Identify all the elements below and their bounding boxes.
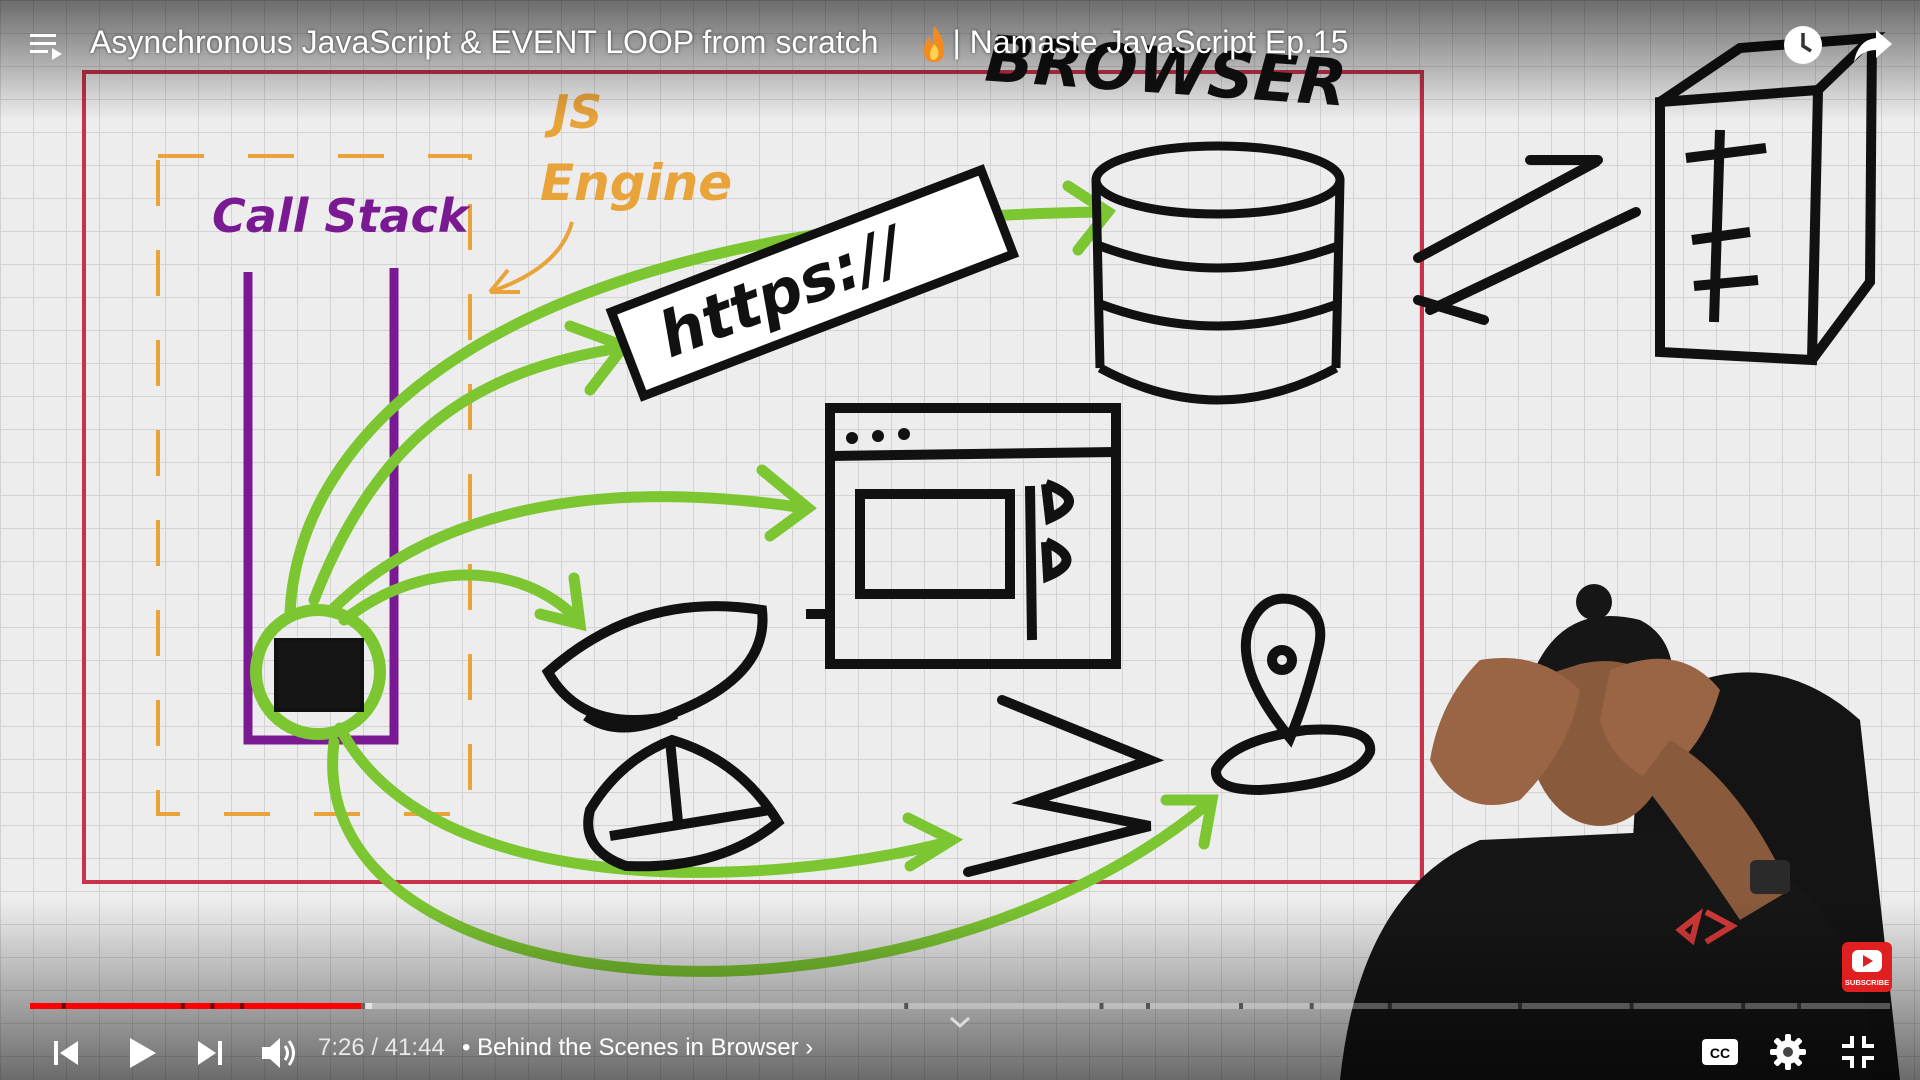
gear-icon[interactable] — [1768, 1032, 1808, 1072]
chapter-separator: • — [462, 1034, 471, 1061]
chapter-marker — [1309, 1003, 1314, 1009]
dom-window-icon — [806, 403, 1121, 669]
call-stack-label: Call Stack — [212, 189, 471, 243]
presenter-hair-bun — [1576, 584, 1612, 620]
svg-text:CC: CC — [1710, 1045, 1730, 1061]
player-top-bar: Asynchronous JavaScript & EVENT LOOP fro… — [0, 0, 1920, 90]
clock-icon[interactable] — [1780, 22, 1826, 68]
chapter-marker — [1629, 1003, 1634, 1009]
presenter-camera — [1340, 584, 1900, 1080]
presenter-watch — [1750, 860, 1790, 894]
current-time: 7:26 — [318, 1034, 365, 1061]
storage-database-icon — [1091, 141, 1345, 405]
dom-window-dot — [898, 428, 910, 440]
previous-icon[interactable] — [48, 1035, 84, 1071]
chapter-title: Behind the Scenes in Browser — [477, 1034, 799, 1061]
volume-icon[interactable] — [258, 1033, 298, 1073]
presenter-hair — [1530, 616, 1674, 700]
global-context-box — [274, 638, 364, 712]
chapter-marker — [1797, 1003, 1801, 1009]
next-icon[interactable] — [192, 1035, 228, 1071]
js-engine-label-engine: Engine — [540, 154, 732, 212]
js-engine-label-js: JS — [544, 85, 602, 139]
video-title[interactable]: Asynchronous JavaScript & EVENT LOOP fro… — [90, 24, 1349, 61]
duration: 41:44 — [384, 1034, 445, 1061]
exit-fullscreen-icon[interactable] — [1838, 1032, 1878, 1072]
chapter-marker — [1146, 1003, 1150, 1009]
progress-bar[interactable] — [30, 1003, 1890, 1009]
chapter-markers — [61, 1003, 1801, 1009]
play-icon[interactable] — [120, 1032, 162, 1074]
time-display: 7:26 / 41:44 — [318, 1034, 445, 1062]
chapter-marker — [1099, 1003, 1104, 1009]
presenter-left-hand — [1430, 658, 1580, 805]
chapter-title-button[interactable]: • Behind the Scenes in Browser › — [462, 1034, 813, 1062]
chapter-marker — [361, 1003, 366, 1009]
presenter-right-hand — [1600, 658, 1720, 780]
geolocation-pin-icon — [1211, 593, 1376, 796]
chapter-marker — [1387, 1003, 1392, 1009]
chevron-down-icon[interactable] — [945, 1012, 975, 1032]
chapter-arrow: › — [805, 1034, 814, 1061]
chapter-marker — [210, 1003, 215, 1009]
dom-window-dot — [872, 430, 884, 442]
chapter-marker — [61, 1003, 66, 1009]
subscribe-watermark[interactable]: SUBSCRIBE — [1842, 942, 1892, 992]
share-icon[interactable] — [1850, 22, 1896, 68]
chapter-marker — [1518, 1003, 1522, 1009]
progress-played — [30, 1003, 362, 1009]
fire-icon — [924, 26, 944, 62]
playlist-icon[interactable] — [28, 28, 68, 64]
time-separator: / — [371, 1034, 379, 1061]
chapter-marker — [1239, 1003, 1243, 1009]
player-controls: 7:26 / 41:44 • Behind the Scenes in Brow… — [0, 1010, 1920, 1080]
subscribe-label: SUBSCRIBE — [1845, 978, 1889, 987]
dom-window-dot — [846, 432, 858, 444]
progress-track — [30, 1003, 1890, 1009]
cc-icon[interactable]: CC — [1700, 1036, 1740, 1068]
video-title-main: Asynchronous JavaScript & EVENT LOOP fro… — [90, 24, 879, 60]
chapter-marker — [180, 1003, 185, 1009]
chapter-marker — [1741, 1003, 1746, 1009]
chapter-marker — [904, 1003, 909, 1009]
call-stack-container — [243, 268, 399, 745]
chapter-marker — [240, 1003, 245, 1009]
timer-hourglass-icon — [541, 601, 785, 872]
video-title-suffix: | Namaste JavaScript Ep.15 — [952, 24, 1349, 60]
engine-pointer-arrow — [488, 221, 574, 294]
global-context-circle — [250, 604, 386, 740]
bluetooth-icon — [963, 695, 1165, 877]
network-arrows — [1413, 155, 1641, 325]
js-engine-box — [156, 154, 472, 816]
